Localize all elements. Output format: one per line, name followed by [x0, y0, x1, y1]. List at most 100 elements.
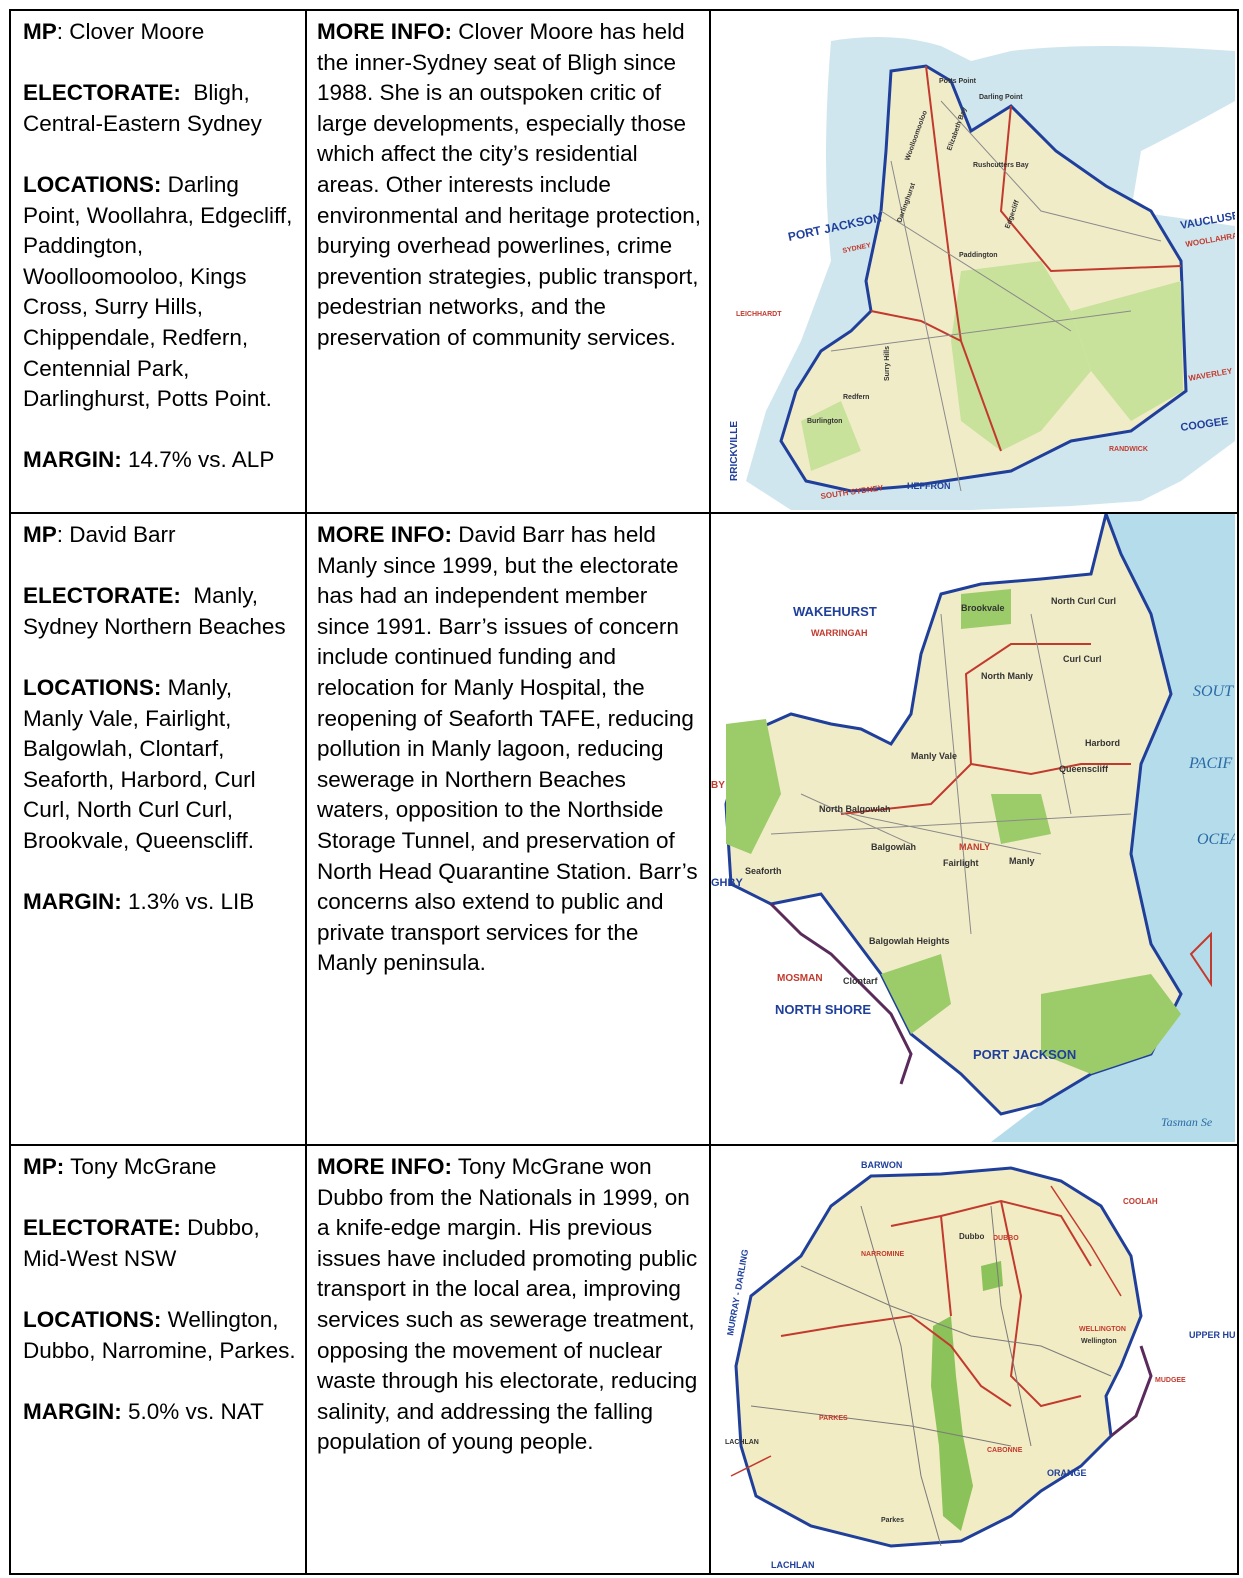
electorate-map-manly: WAKEHURST WARRINGAH SOUT PACIF OCEA BY G…: [711, 515, 1235, 1142]
map-label: Rushcutters Bay: [973, 162, 1029, 169]
map-label: NORTH SHORE: [775, 1002, 871, 1017]
map-label: DUBBO: [993, 1235, 1019, 1242]
map-label: Fairlight: [943, 858, 979, 868]
locations-value: Darling Point, Woollahra, Edgecliff, Pad…: [23, 171, 293, 412]
council-boundary: [1000, 1200, 1082, 1408]
electorate-land: [724, 515, 1183, 1116]
map-label: North Balgowlah: [819, 804, 891, 814]
mp-details-cell: MP: Clover Moore ELECTORATE: Bligh, Cent…: [9, 9, 307, 514]
table-row: MP: Clover Moore ELECTORATE: Bligh, Cent…: [9, 9, 1239, 514]
map-label: Redfern: [843, 394, 869, 401]
map-label: WELLINGTON: [1079, 1326, 1126, 1333]
river: [730, 1185, 1122, 1477]
electorate-border: [769, 902, 913, 1085]
more-info-text: Clover Moore has held the inner-Sydney s…: [317, 19, 701, 350]
map-label: Clontarf: [843, 976, 879, 986]
roads: [830, 100, 1162, 492]
map-label: RANDWICK: [1109, 446, 1148, 453]
map-label: PARKES: [819, 1415, 848, 1422]
park-area: [881, 954, 951, 1034]
map-label: Burlington: [807, 418, 842, 425]
locations-value: Wellington, Dubbo, Narromine, Parkes.: [23, 1306, 296, 1363]
margin-label: MARGIN:: [23, 447, 122, 473]
map-label: Harbord: [1085, 738, 1120, 748]
electorate-label: ELECTORATE:: [23, 1215, 181, 1241]
margin-value: 14.7% vs. ALP: [121, 447, 275, 473]
mp-name: Tony McGrane: [64, 1154, 217, 1179]
map-label: WARRINGAH: [811, 628, 868, 638]
council-boundary: [870, 310, 962, 342]
map-label: ORANGE: [1047, 1468, 1087, 1478]
map-label: MANLY: [959, 842, 990, 852]
more-info-text: David Barr has held Manly since 1999, bu…: [317, 522, 698, 976]
more-info-label: MORE INFO:: [317, 1154, 452, 1179]
park-area: [961, 589, 1011, 629]
map-label: LEICHHARDT: [736, 311, 782, 318]
map-label: CABONNE: [987, 1447, 1023, 1454]
council-boundary: [940, 1215, 952, 1317]
map-label: Potts Point: [939, 78, 977, 85]
mp-name: : David Barr: [56, 522, 176, 547]
roads: [750, 1205, 1112, 1547]
margin-value: 1.3% vs. LIB: [121, 889, 255, 915]
map-label: PORT JACKSON: [973, 1047, 1076, 1062]
council-boundary: [999, 105, 1182, 273]
roads: [770, 613, 1132, 935]
table-row: MP: Tony McGrane ELECTORATE: Dubbo, Mid-…: [9, 1144, 1239, 1575]
map-label: MOSMAN: [777, 973, 823, 984]
park-area: [1071, 281, 1183, 421]
locations-label: LOCATIONS:: [23, 171, 162, 197]
council-boundary: [1189, 931, 1212, 988]
mp-details-cell: MP: Tony McGrane ELECTORATE: Dubbo, Mid-…: [9, 1144, 307, 1575]
electorate-value: Manly, Sydney Northern Beaches: [23, 583, 286, 639]
map-label: COOLAH: [1123, 1197, 1158, 1206]
park-area: [1041, 974, 1181, 1074]
council-boundary: [964, 643, 1091, 765]
map-label: Surry Hills: [884, 346, 891, 381]
map-label: HEFFRON: [907, 481, 951, 491]
council-boundary: [840, 762, 1131, 815]
map-label: OCEA: [1197, 831, 1235, 848]
map-label: Curl Curl: [1063, 654, 1102, 664]
map-label: BARWON: [861, 1160, 902, 1170]
more-info-label: MORE INFO:: [317, 19, 452, 44]
map-label: Manly: [1009, 856, 1035, 866]
map-label: Tasman Se: [1161, 1115, 1213, 1129]
locations-label: LOCATIONS:: [23, 1306, 162, 1332]
map-label: Dubbo: [959, 1232, 984, 1241]
electorate-map-dubbo: BARWON COOLAH MURRAY - DARLING NARROMINE…: [712, 1147, 1235, 1571]
map-label: Queenscliff: [1059, 764, 1109, 774]
map-label: LACHLAN: [771, 1560, 815, 1570]
park-area: [801, 401, 861, 471]
map-label: BY: [711, 780, 725, 791]
electorate-border: [1110, 1345, 1153, 1438]
locations-label: LOCATIONS:: [23, 674, 162, 700]
mp-label: MP: [23, 19, 57, 44]
map-label: Balgowlah Heights: [869, 936, 950, 946]
margin-label: MARGIN:: [23, 889, 122, 915]
map-label: LACHLAN: [725, 1439, 759, 1446]
map-label: Brookvale: [961, 603, 1005, 613]
map-label: PACIF: [1188, 755, 1232, 772]
park-area: [981, 1261, 1003, 1291]
margin-label: MARGIN:: [23, 1398, 122, 1424]
map-label: Wellington: [1081, 1338, 1117, 1345]
map-cell: PORT JACKSON VAUCLUSE WOOLLAHRA COOGEE W…: [709, 9, 1239, 514]
map-label: Manly Vale: [911, 751, 957, 761]
electorate-table: MP: Clover Moore ELECTORATE: Bligh, Cent…: [9, 9, 1239, 1575]
electorate-map-bligh: PORT JACKSON VAUCLUSE WOOLLAHRA COOGEE W…: [712, 12, 1235, 510]
electorate-label: ELECTORATE:: [23, 583, 181, 609]
map-cell: WAKEHURST WARRINGAH SOUT PACIF OCEA BY G…: [709, 512, 1239, 1146]
council-boundary: [925, 65, 1002, 452]
table-row: MP: David Barr ELECTORATE: Manly, Sydney…: [9, 512, 1239, 1146]
mp-name: : Clover Moore: [56, 19, 205, 44]
park-area: [951, 261, 1091, 451]
mp-label: MP:: [23, 1154, 65, 1179]
map-cell: BARWON COOLAH MURRAY - DARLING NARROMINE…: [709, 1144, 1239, 1575]
margin-value: 5.0% vs. NAT: [121, 1398, 264, 1424]
more-info-cell: MORE INFO: Tony McGrane won Dubbo from t…: [305, 1144, 711, 1575]
park-area: [931, 1316, 973, 1531]
map-label: NARROMINE: [861, 1251, 904, 1258]
more-info-cell: MORE INFO: David Barr has held Manly sin…: [305, 512, 711, 1146]
map-label: North Curl Curl: [1051, 596, 1116, 606]
